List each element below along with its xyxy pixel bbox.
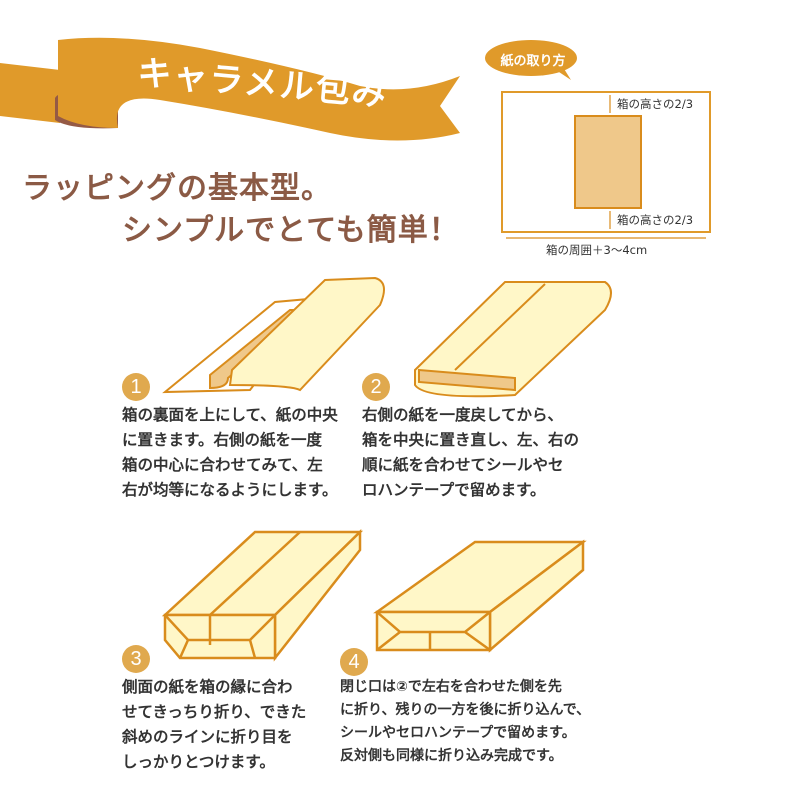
step-2-illustration — [414, 281, 612, 398]
step-3-text: 側面の紙を箱の縁に合わ せてきっちり折り、できた 斜めのラインに折り目を しっか… — [122, 678, 307, 771]
speech-bubble — [485, 40, 577, 80]
width-label: 箱の周囲＋3〜4cm — [546, 243, 648, 257]
step-4-text: 閉じ口は②で左右を合わせた側を先 に折り、残りの一方を後に折り込んで、 シールや… — [340, 679, 591, 764]
step-1-text: 箱の裏面を上にして、紙の中央 に置きます。右側の紙を一度 箱の中心に合わせてみて… — [122, 406, 338, 499]
step-3-illustration — [161, 529, 364, 662]
paper-diagram — [501, 91, 711, 239]
bottom-margin-label: 箱の高さの2/3 — [617, 213, 694, 227]
step-4-badge: 4 — [340, 648, 368, 676]
title-ribbon — [0, 37, 460, 141]
top-margin-label: 箱の高さの2/3 — [617, 97, 694, 111]
step-1-illustration — [162, 276, 385, 394]
headline-line-2: シンプルでとても簡単！ — [122, 213, 460, 248]
bubble-label: 紙の取り方 — [500, 54, 566, 69]
step-3-badge: 3 — [122, 645, 150, 673]
headline: ラッピングの基本型。 シンプルでとても簡単！ — [22, 168, 460, 252]
headline-line-1: ラッピングの基本型。 — [22, 171, 332, 206]
step-2-text: 右側の紙を一度戻してから、 箱を中央に置き直し、左、右の 順に紙を合わせてシール… — [362, 406, 580, 499]
step-1-badge: 1 — [122, 373, 150, 401]
step-2-badge: 2 — [362, 373, 390, 401]
step-4-illustration — [373, 539, 587, 653]
